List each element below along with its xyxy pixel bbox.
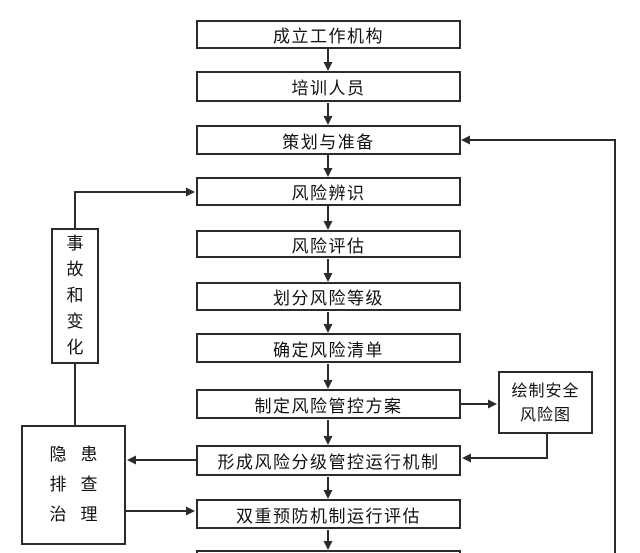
arrow-mechanism-to-eval xyxy=(323,477,333,499)
flow-step-control-mechanism: 形成风险分级管控运行机制 xyxy=(196,445,461,476)
side-box-safety-risk-map: 绘制安全 风险图 xyxy=(498,371,593,434)
arrow-list-to-plan-making xyxy=(323,364,333,389)
flow-step-risk-assessment: 风险评估 xyxy=(196,230,461,258)
side-box-hazard-treatment: 隐患 排查 治理 xyxy=(21,425,126,545)
safety-risk-map-line: 风险图 xyxy=(519,404,571,424)
flow-step-plan-prepare: 策划与准备 xyxy=(196,125,461,155)
arrow-accident-to-identification xyxy=(74,187,195,228)
arrow-eval-to-bottom xyxy=(323,530,333,550)
arrow-establish-to-train xyxy=(323,49,333,71)
hazard-treatment-line: 隐患 xyxy=(49,445,112,465)
safety-risk-map-line: 绘制安全 xyxy=(511,380,580,400)
arrow-mechanism-to-hazard xyxy=(127,455,196,465)
flow-step-dual-prevention-eval: 双重预防机制运行评估 xyxy=(196,499,461,529)
arrow-train-to-plan xyxy=(323,103,333,125)
arrow-assessment-to-grading xyxy=(323,259,333,282)
accident-change-char: 故 xyxy=(66,260,84,280)
flow-step-control-plan: 制定风险管控方案 xyxy=(196,389,461,419)
arrow-plan-to-identification xyxy=(323,155,333,177)
arrow-plan-to-risk-map xyxy=(461,399,497,409)
arrow-grading-to-list xyxy=(323,312,333,333)
hazard-treatment-line: 排查 xyxy=(49,475,112,495)
arrow-risk-map-to-mechanism xyxy=(462,434,548,463)
flow-step-risk-identification: 风险辨识 xyxy=(196,177,461,206)
flow-step-train-personnel: 培训人员 xyxy=(196,71,461,102)
accident-change-char: 和 xyxy=(66,286,84,306)
arrow-identification-to-assessment xyxy=(323,206,333,230)
arrow-feedback-to-plan-prepare xyxy=(461,135,616,553)
side-box-accident-change: 事 故 和 变 化 xyxy=(51,228,99,364)
accident-change-char: 事 xyxy=(66,234,84,254)
arrow-planmaking-to-mechanism xyxy=(323,420,333,445)
flow-step-risk-grading: 划分风险等级 xyxy=(196,282,461,311)
accident-change-char: 变 xyxy=(66,312,84,332)
accident-change-char: 化 xyxy=(66,338,84,358)
flow-step-risk-list: 确定风险清单 xyxy=(196,333,461,363)
hazard-treatment-line: 治理 xyxy=(49,505,112,525)
arrow-hazard-to-eval xyxy=(126,506,195,516)
flow-step-establish-org: 成立工作机构 xyxy=(196,20,461,49)
flow-step-partial-bottom xyxy=(196,550,461,553)
